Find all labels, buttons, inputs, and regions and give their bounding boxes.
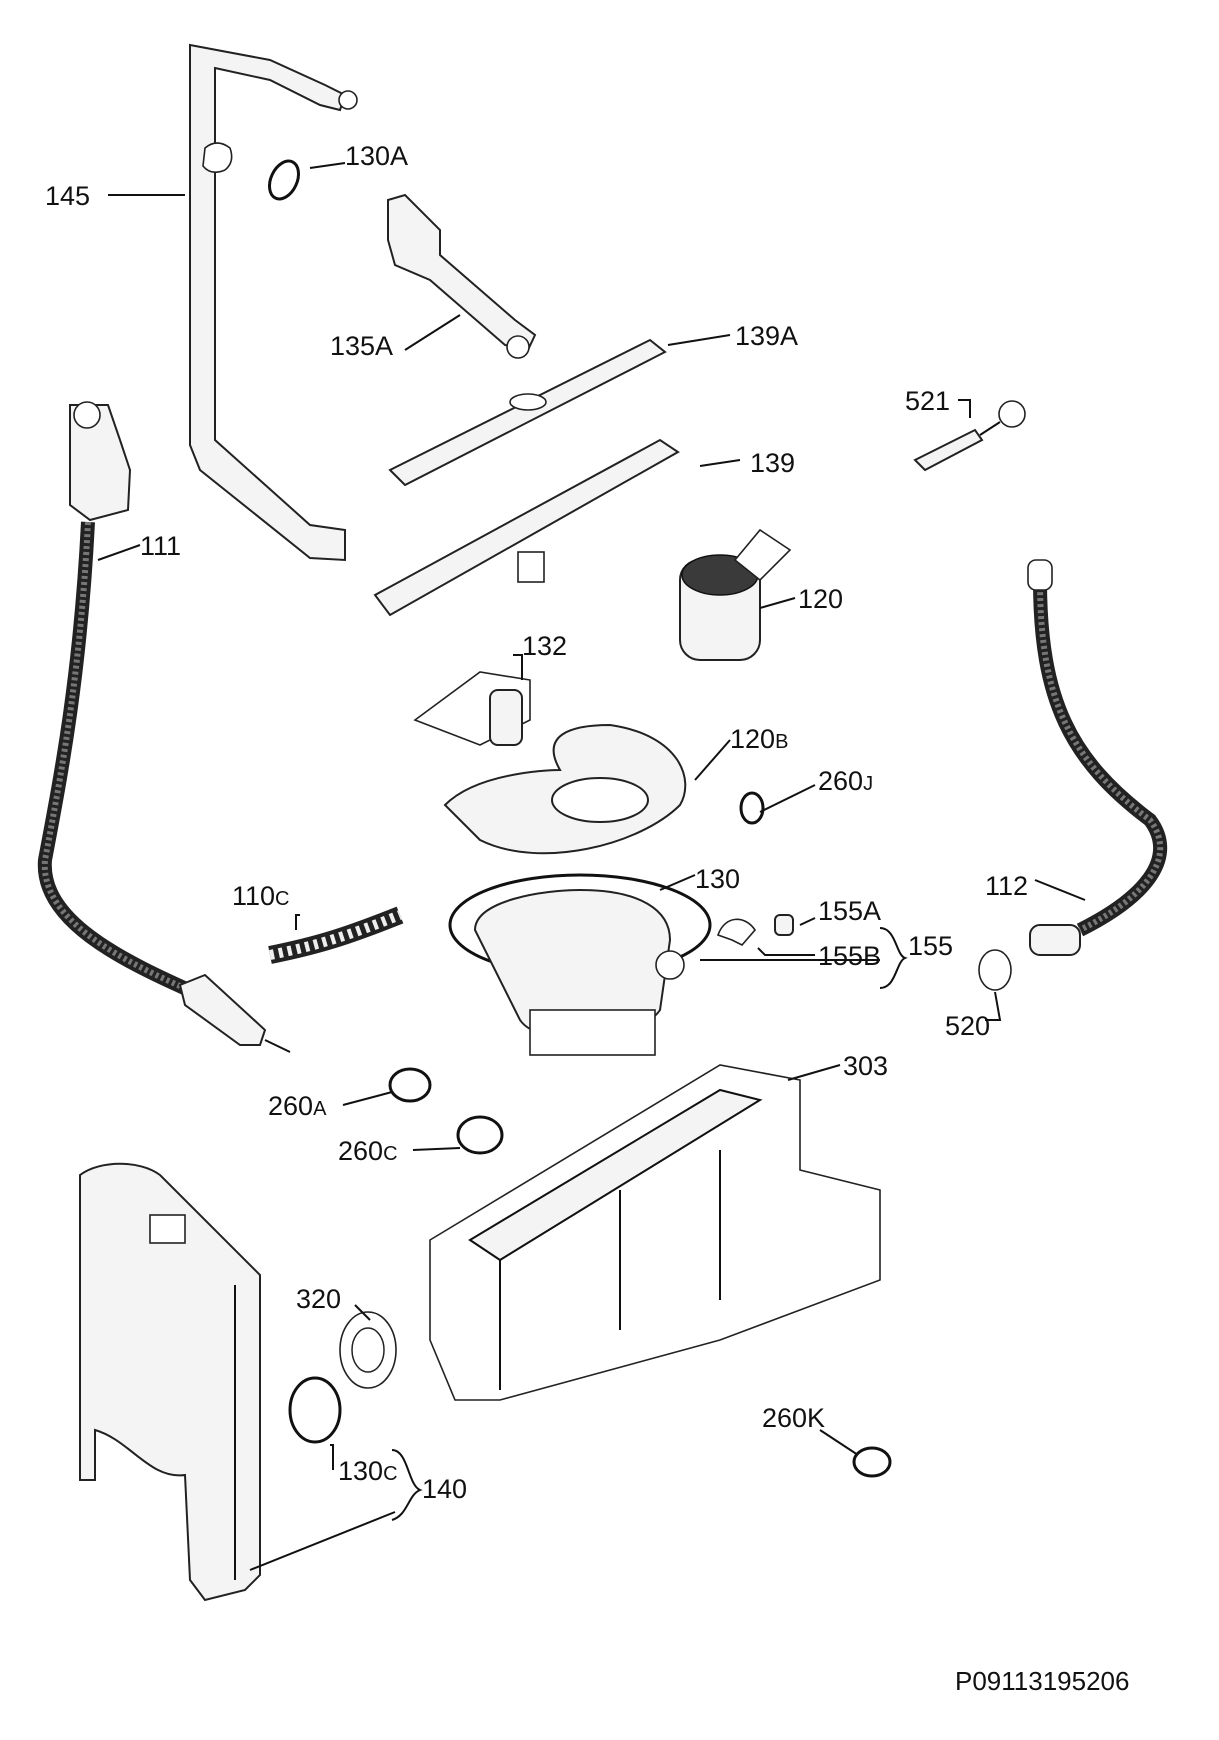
label-520: 520 [945, 1011, 990, 1041]
label-139a: 139A [735, 321, 798, 351]
part-135a-conduit [387, 193, 537, 359]
part-140-side-panel [79, 1162, 261, 1602]
label-135a: 135A [330, 331, 393, 361]
label-130c: 130C [338, 1456, 398, 1486]
label-303: 303 [843, 1051, 888, 1081]
part-521-key [913, 400, 1026, 472]
part-155-check-valve [716, 914, 794, 946]
part-110c-hose [268, 906, 404, 964]
label-130: 130 [695, 864, 740, 894]
part-120-filter [679, 528, 792, 661]
label-140: 140 [422, 1474, 467, 1504]
label-139: 139 [750, 448, 795, 478]
label-110c: 110C [232, 881, 290, 911]
label-320: 320 [296, 1284, 341, 1314]
part-139-lower-spray-arm [373, 438, 680, 617]
label-145: 145 [45, 181, 90, 211]
part-139a-upper-spray-arm [388, 338, 667, 487]
label-111: 111 [140, 531, 181, 561]
part-132-valve-assembly [413, 671, 531, 746]
part-320-ring [339, 1311, 397, 1389]
part-112-drain-hose [1027, 559, 1168, 956]
label-260j: 260J [818, 766, 873, 796]
label-155b: 155B [818, 941, 881, 971]
part-260a-clamp [388, 1067, 432, 1103]
label-132: 132 [522, 631, 567, 661]
part-130-sump [448, 873, 712, 1056]
part-260j-clamp [739, 791, 765, 825]
leader-lines [97, 162, 1086, 1571]
part-130a-o-ring [267, 159, 301, 201]
label-155a: 155A [818, 896, 881, 926]
label-260a: 260A [268, 1091, 327, 1121]
label-521: 521 [905, 386, 950, 416]
part-303-base-frame [429, 1064, 881, 1401]
label-260k: 260K [762, 1403, 825, 1433]
label-130a: 130A [345, 141, 408, 171]
label-120b: 120B [730, 724, 788, 754]
part-130c-seal [288, 1376, 342, 1444]
part-145-supply-tube [189, 43, 358, 562]
label-112: 112 [985, 871, 1028, 901]
label-260c: 260C [338, 1136, 398, 1166]
label-155: 155 [908, 931, 953, 961]
document-code: P09113195206 [955, 1666, 1129, 1696]
part-260c-clamp [456, 1115, 504, 1155]
part-labels: 145 130A 135A 139A 521 139 111 120 132 1… [45, 141, 1129, 1696]
part-520-grommet [978, 949, 1012, 991]
part-111-inlet-hose [37, 401, 291, 1053]
label-120: 120 [798, 584, 843, 614]
part-260k-clamp [852, 1446, 892, 1478]
part-120b-filter-plate [443, 723, 687, 855]
